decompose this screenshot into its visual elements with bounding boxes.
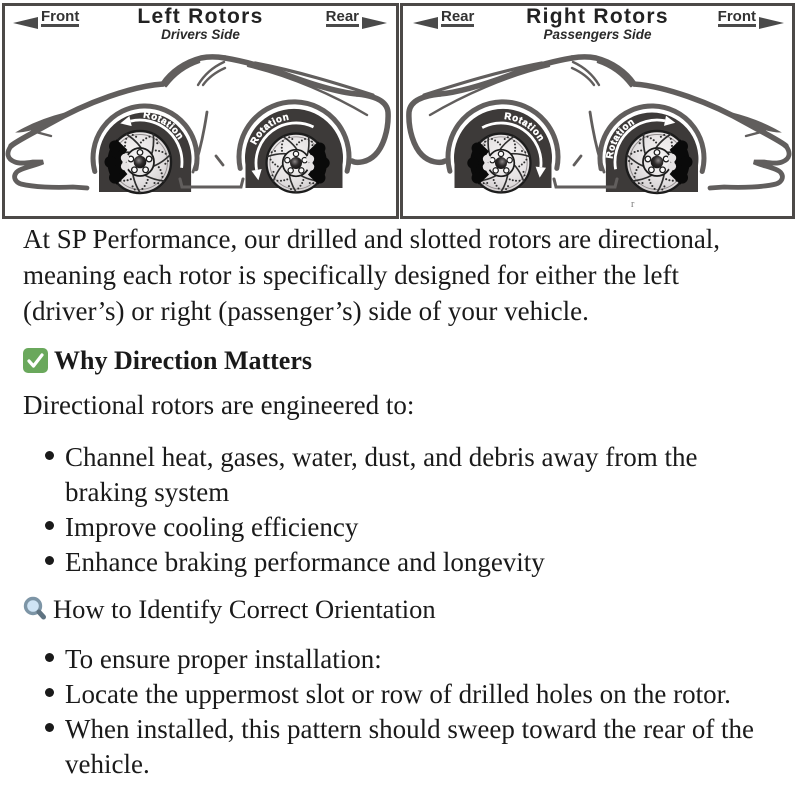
svg-text:r: r <box>631 199 635 210</box>
